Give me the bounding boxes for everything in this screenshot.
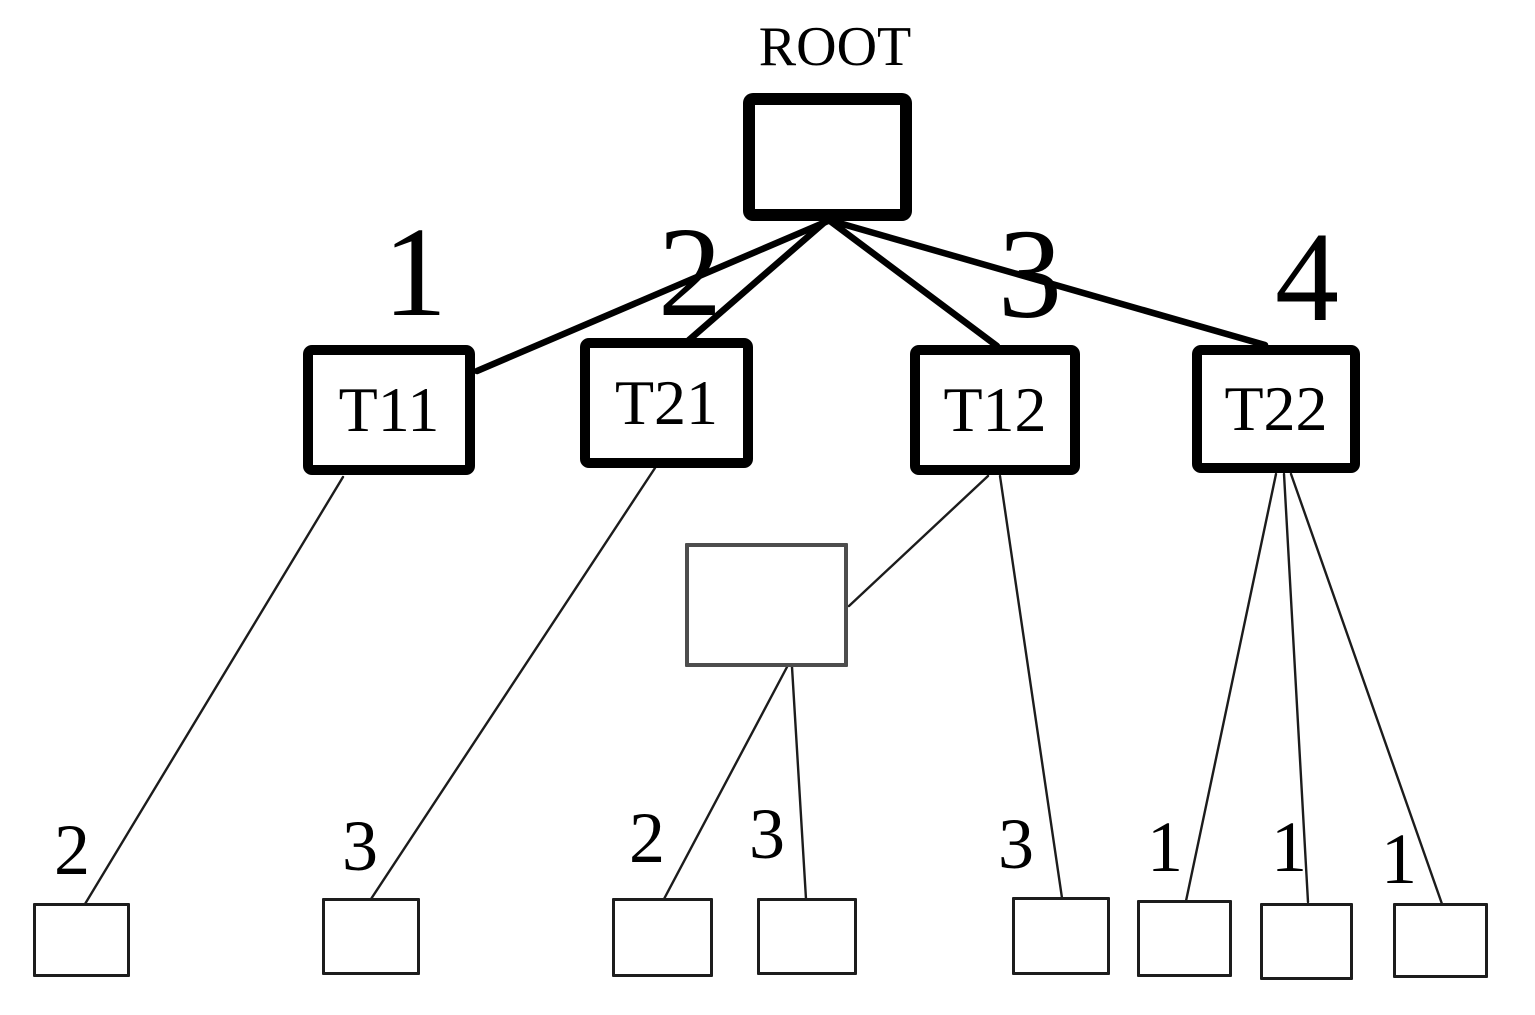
edge-t21-leaf2 xyxy=(369,466,657,901)
leaf-label-7: 1 xyxy=(1271,807,1307,887)
leaf-label-5: 3 xyxy=(998,804,1034,884)
leaf-node-2 xyxy=(322,898,420,975)
leaf-label-3: 2 xyxy=(629,798,665,878)
leaf-node-6 xyxy=(1137,900,1232,977)
leaf-label-6: 1 xyxy=(1147,807,1183,887)
edge-t22-leaf6 xyxy=(1184,472,1278,903)
node-t22-label: T22 xyxy=(1224,373,1328,444)
edge-root-t22 xyxy=(828,217,1269,349)
edge-label-1: 1 xyxy=(383,201,447,343)
leaf-label-2: 3 xyxy=(342,806,378,886)
node-t11: T11 xyxy=(303,345,475,475)
edge-midnode-leaf3 xyxy=(662,665,789,901)
node-t21: T21 xyxy=(580,338,753,468)
edge-root-t12 xyxy=(826,217,1001,350)
node-t12-label: T12 xyxy=(943,374,1047,445)
leaf-node-4 xyxy=(757,898,857,975)
node-t21-label: T21 xyxy=(614,367,719,438)
root-node xyxy=(743,93,912,221)
edge-t12-leaf5 xyxy=(998,474,1064,900)
edge-t22-leaf7 xyxy=(1282,472,1310,904)
node-t11-label: T11 xyxy=(338,374,440,445)
leaf-label-4: 3 xyxy=(749,794,785,874)
edge-t12-midnode xyxy=(847,474,990,608)
edge-root-t21 xyxy=(685,217,830,344)
root-label: ROOT xyxy=(758,16,912,78)
edge-root-t11 xyxy=(473,217,832,375)
edge-midnode-leaf4 xyxy=(790,665,808,901)
leaf-node-5 xyxy=(1012,897,1110,975)
edge-t11-leaf1 xyxy=(83,475,345,906)
leaf-label-8: 1 xyxy=(1381,819,1417,899)
edge-label-2: 2 xyxy=(658,201,722,343)
edge-label-3: 3 xyxy=(998,203,1062,345)
node-t22: T22 xyxy=(1192,345,1360,473)
node-t12: T12 xyxy=(910,345,1080,475)
edge-label-4: 4 xyxy=(1275,206,1339,348)
leaf-label-1: 2 xyxy=(54,810,90,890)
leaf-node-8 xyxy=(1393,903,1488,978)
edge-t22-leaf8 xyxy=(1289,472,1444,906)
leaf-node-1 xyxy=(33,903,130,977)
leaf-node-7 xyxy=(1260,903,1353,980)
leaf-node-3 xyxy=(612,898,713,977)
mid-node xyxy=(685,543,848,667)
